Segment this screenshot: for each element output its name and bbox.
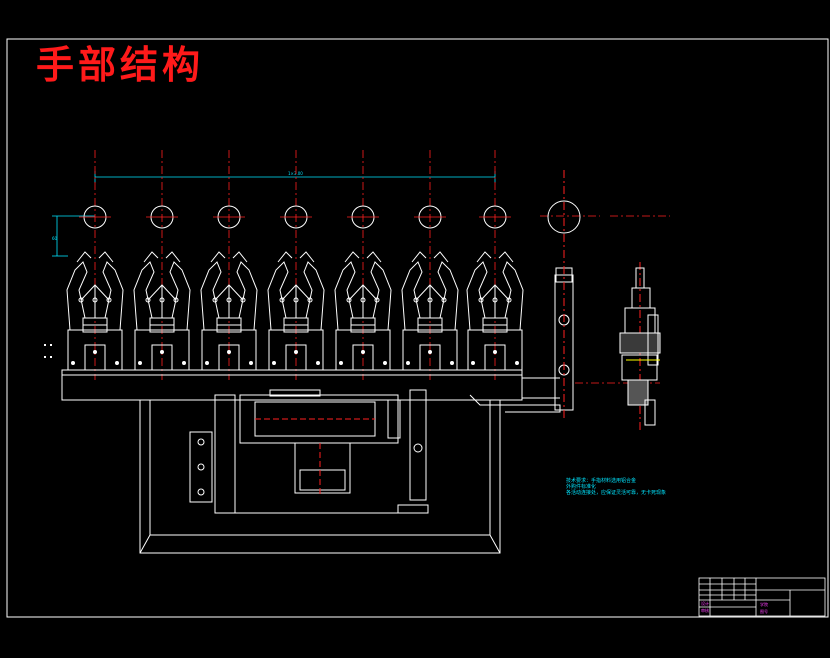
left-dimension — [52, 215, 95, 257]
tb-drawing-no: 图号 — [760, 609, 768, 614]
side-view-assembly — [619, 262, 661, 430]
finger-module — [267, 150, 325, 380]
finger-module — [401, 150, 459, 380]
drive-pulley — [547, 200, 581, 234]
tb-school: 学院 — [760, 602, 768, 607]
finger-module — [466, 150, 524, 380]
finger-module — [133, 150, 191, 380]
finger-modules — [66, 150, 524, 380]
finger-module — [334, 150, 392, 380]
support-stand — [139, 394, 501, 554]
tech-note-1: 技术要求：手指材料选用铝合金 — [566, 478, 637, 484]
left-dimension-label: 60 — [52, 236, 58, 241]
finger-module — [200, 150, 258, 380]
tech-note-3: 各活动连接处，应保证灵活可靠，无卡死现象 — [566, 490, 667, 496]
drawing-frame — [6, 38, 829, 618]
title-block — [698, 577, 826, 617]
finger-module — [66, 150, 124, 380]
right-linkage — [469, 170, 574, 420]
left-markers — [44, 344, 52, 358]
cylinder-assembly — [239, 389, 429, 514]
drawing-title: 手部结构 — [36, 42, 205, 87]
tb-checker: 审核 — [701, 608, 709, 613]
base-rail — [61, 369, 560, 401]
tb-designer: 设计 — [701, 601, 709, 606]
tech-note-2: 外购件标准化 — [566, 484, 597, 490]
